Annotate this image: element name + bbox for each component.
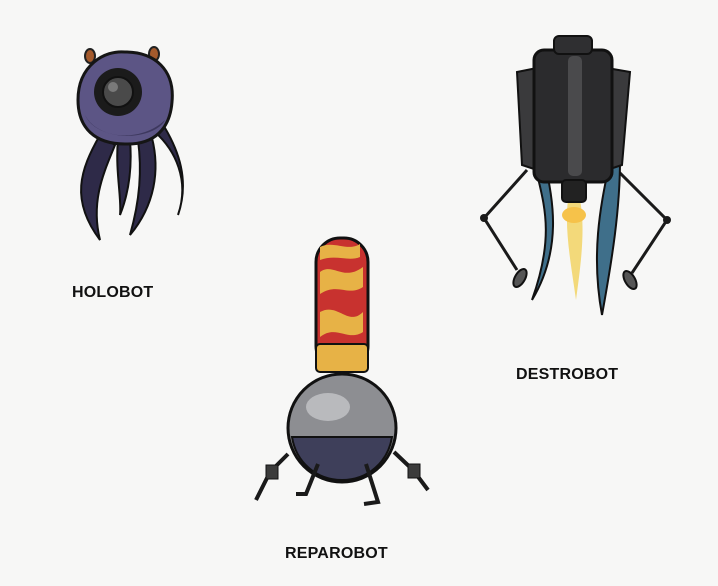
- destrobot-illustration: [480, 35, 671, 316]
- holobot-eye-lens: [102, 76, 134, 108]
- destrobot-left-leg: [482, 168, 529, 271]
- reparobot-sphere-highlight: [306, 393, 350, 421]
- holobot-left-ear: [84, 48, 96, 64]
- holobot-tentacle: [153, 126, 184, 216]
- holobot-eye-glint: [108, 82, 118, 92]
- holobot-illustration: [76, 46, 184, 241]
- reparobot-leg: [296, 463, 320, 496]
- holobot-tentacle: [80, 133, 117, 241]
- destrobot-body-highlight: [568, 56, 582, 176]
- destrobot-top-cap: [553, 35, 593, 55]
- destrobot-leg-joint: [480, 214, 488, 222]
- reparobot-label: REPAROBOT: [285, 545, 388, 562]
- destrobot-right-leg: [615, 168, 669, 274]
- destrobot-nozzle: [561, 179, 587, 203]
- destrobot-label: DESTROBOT: [516, 366, 619, 383]
- destrobot-tentacle: [595, 159, 622, 316]
- holobot-tentacle: [116, 139, 132, 216]
- destrobot-flame-glow: [562, 207, 586, 223]
- destrobot-thruster-flame: [566, 200, 583, 300]
- reparobot-tube-base: [315, 343, 369, 373]
- destrobot-tentacle: [531, 159, 555, 301]
- holobot-label: HOLOBOT: [72, 284, 154, 301]
- destrobot-right-foot: [622, 269, 638, 291]
- destrobot-left-foot: [512, 267, 528, 289]
- reparobot-leg: [363, 463, 381, 506]
- reparobot-leg-joint: [407, 463, 421, 479]
- reparobot-tube-pattern: [320, 309, 363, 337]
- destrobot-leg-joint: [663, 216, 671, 224]
- reparobot-leg-joint: [265, 464, 279, 480]
- reparobot-tube-pattern: [320, 244, 360, 260]
- reparobot-tube-pattern: [320, 267, 363, 294]
- reparobot-base: [290, 436, 394, 482]
- holobot-tentacle: [129, 136, 157, 236]
- reparobot-illustration: [254, 236, 430, 506]
